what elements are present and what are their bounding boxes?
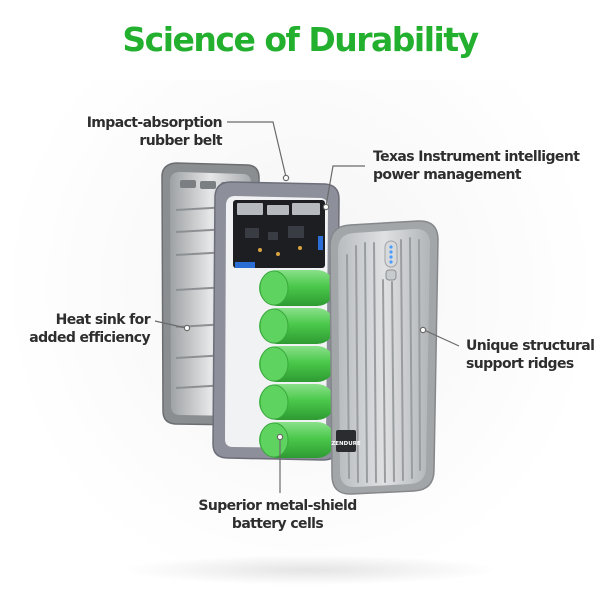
leader-impact-dot	[282, 174, 290, 182]
callout-power-management: Texas Instrument intelligent power manag…	[373, 148, 580, 184]
callout-battery-cells: Superior metal-shield battery cells	[0, 497, 555, 533]
battery-cell	[259, 308, 335, 344]
callout-line: Heat sink for	[55, 312, 151, 328]
leader-unique-dot	[419, 326, 427, 334]
callout-line: battery cells	[231, 516, 324, 532]
leader-heat	[154, 320, 187, 329]
callout-line: added efficiency	[29, 330, 150, 346]
battery-cell	[259, 270, 335, 306]
power-button-icon[interactable]	[385, 269, 397, 281]
brand-logo-badge: ZENDURE	[331, 430, 361, 452]
callout-line: Texas Instrument intelligent	[373, 149, 580, 165]
page-title: Science of Durability	[122, 20, 479, 59]
svg-text:ZENDURE: ZENDURE	[331, 441, 361, 447]
callout-impact-absorption: Impact-absorption rubber belt	[86, 114, 223, 150]
leader-impact	[227, 121, 287, 178]
callout-support-ridges: Unique structural support ridges	[466, 337, 595, 373]
leader-unique	[423, 329, 460, 347]
battery-cell	[259, 422, 335, 458]
callout-line: Impact-absorption	[86, 115, 223, 131]
leader-heat-dot	[183, 324, 191, 332]
leader-texas-dot	[322, 203, 330, 211]
callout-leaders	[154, 121, 460, 493]
callout-heat-sink: Heat sink for added efficiency	[29, 311, 150, 347]
leader-battery-dot	[276, 433, 284, 441]
circuit-board	[233, 200, 325, 268]
floor-shadow	[120, 555, 500, 585]
callout-line: Superior metal-shield	[198, 498, 357, 514]
battery-cell	[259, 384, 335, 420]
callout-line: power management	[373, 167, 522, 183]
battery-cells	[259, 270, 335, 458]
callout-line: Unique structural	[466, 338, 595, 354]
aluminum-shell: ZENDURE	[329, 220, 439, 495]
battery-cell	[259, 346, 335, 382]
callout-line: support ridges	[466, 356, 574, 372]
leader-texas	[325, 165, 365, 207]
callout-line: rubber belt	[139, 133, 222, 149]
led-indicator-icon	[384, 240, 398, 268]
